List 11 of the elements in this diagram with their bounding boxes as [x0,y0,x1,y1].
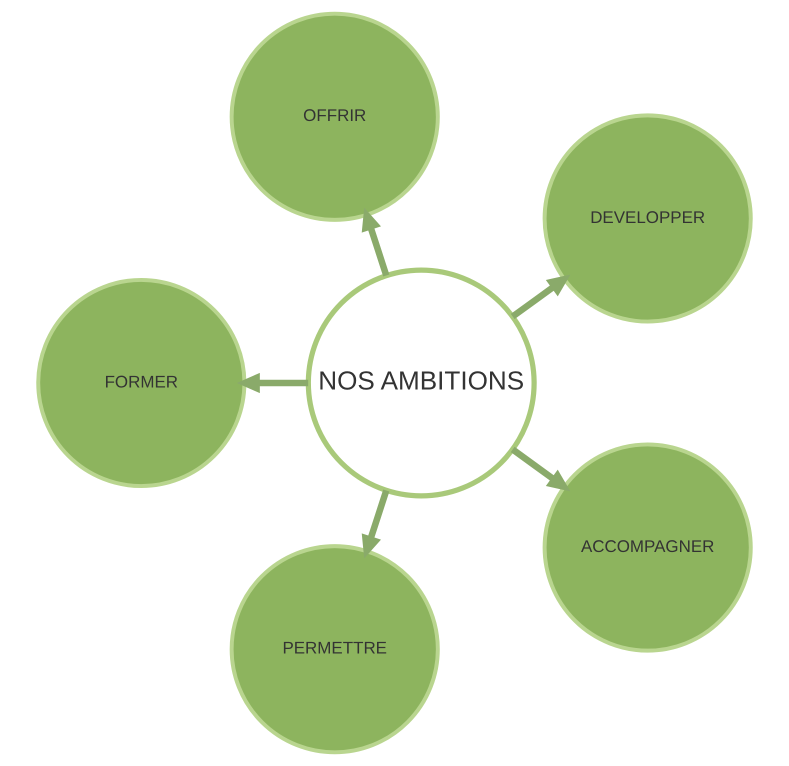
node-circle: FORMER [36,278,246,488]
arrow [510,274,571,320]
node-circle: NOS AMBITIONS [306,268,537,498]
node-circle: PERMETTRE [230,544,440,754]
node-circle: DEVELOPPER [542,113,753,324]
arrow [362,207,390,276]
arrow [362,490,390,558]
node-circle: OFFRIR [230,12,440,222]
node-circle: ACCOMPAGNER [542,442,753,653]
arrow [236,372,308,394]
arrow [510,446,571,492]
